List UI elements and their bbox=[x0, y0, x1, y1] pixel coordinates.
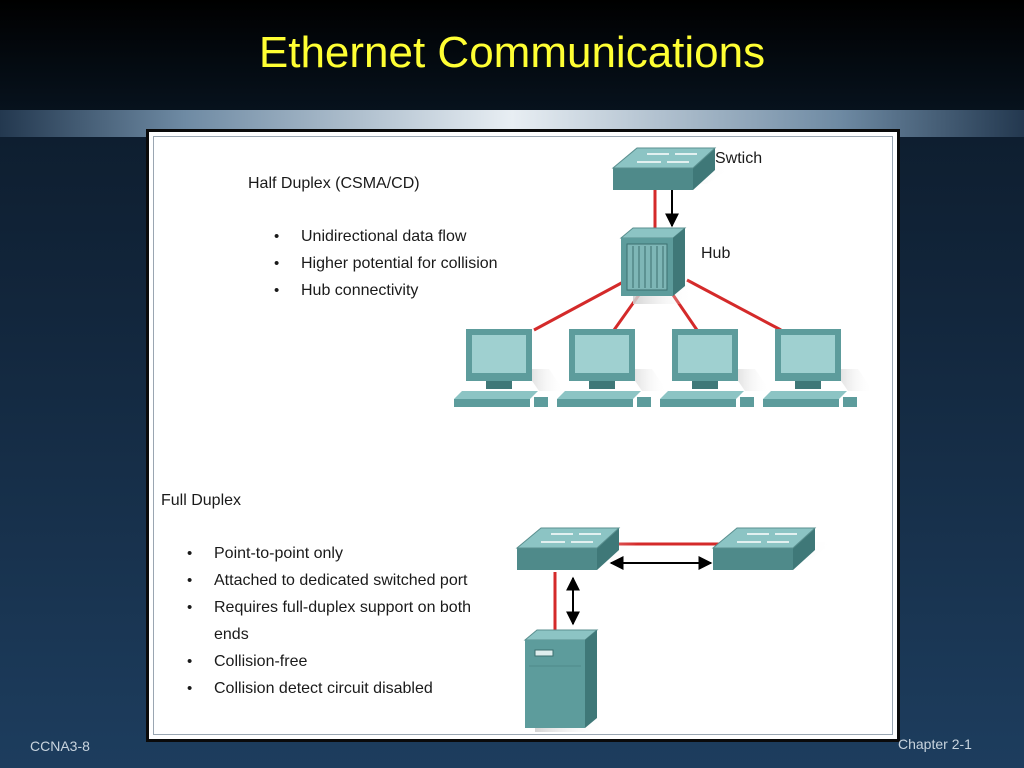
list-item: Point-to-point only bbox=[187, 540, 471, 567]
hub-pc4-link bbox=[686, 278, 782, 332]
panel-inner-frame bbox=[153, 136, 893, 735]
list-item: Collision-free bbox=[187, 648, 471, 675]
list-item-continuation: ends bbox=[214, 626, 249, 643]
footer-course-code: CCNA3-8 bbox=[30, 738, 90, 754]
list-item: Higher potential for collision bbox=[274, 250, 498, 277]
list-item: Collision detect circuit disabled bbox=[187, 675, 471, 702]
hub-icon bbox=[619, 227, 693, 304]
footer-chapter: Chapter 2-1 bbox=[898, 736, 972, 752]
list-item: Hub connectivity bbox=[274, 277, 498, 304]
title-band bbox=[0, 0, 1024, 110]
list-item: Requires full-duplex support on both bbox=[187, 594, 471, 621]
hub-pc1-link bbox=[533, 278, 628, 332]
half-duplex-links bbox=[533, 190, 782, 332]
pc-icon bbox=[454, 329, 564, 407]
diagram-panel: Half Duplex (CSMA/CD) Unidirectional dat… bbox=[146, 129, 900, 742]
slide-title: Ethernet Communications bbox=[258, 28, 766, 77]
full-duplex-bullets: Point-to-point only Attached to dedicate… bbox=[187, 540, 471, 702]
list-item: Attached to dedicated switched port bbox=[187, 567, 471, 594]
switch-icon bbox=[711, 527, 835, 570]
switch-icon bbox=[515, 527, 639, 570]
pc-icon bbox=[763, 329, 873, 407]
server-icon bbox=[523, 629, 605, 732]
hub-label: Hub bbox=[701, 245, 731, 262]
switch-icon bbox=[611, 147, 733, 190]
pc-icon bbox=[660, 329, 770, 407]
pc-icon bbox=[557, 329, 667, 407]
switch-label: Swtich bbox=[715, 150, 763, 167]
list-item: Unidirectional data flow bbox=[274, 223, 498, 250]
half-duplex-bullets: Unidirectional data flow Higher potentia… bbox=[274, 223, 498, 304]
half-duplex-title: Half Duplex (CSMA/CD) bbox=[248, 175, 420, 192]
full-duplex-title: Full Duplex bbox=[161, 492, 242, 509]
network-diagram bbox=[454, 147, 873, 732]
